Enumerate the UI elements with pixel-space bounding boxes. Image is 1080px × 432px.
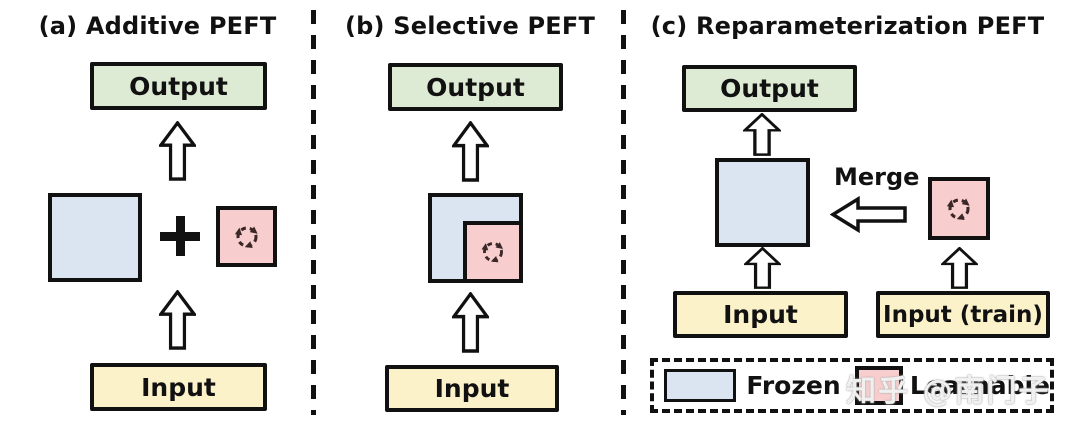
- panel-c-title: (c) Reparameterization PEFT: [650, 12, 1045, 40]
- plus-icon: [160, 216, 200, 256]
- panel-c-output-box: Output: [682, 65, 857, 112]
- panel-c-frozen-module: [715, 158, 810, 247]
- cycle-arrows-icon: [945, 196, 974, 224]
- panel-a-frozen-module: [48, 193, 142, 282]
- panel-b-arrow-mid-to-output: [452, 121, 489, 182]
- panel-b-title: (b) Selective PEFT: [344, 12, 596, 40]
- panel-b-learnable-submodule: [463, 221, 523, 283]
- panel-c-input-train-label: Input (train): [883, 301, 1043, 328]
- legend-frozen-label: Frozen: [746, 371, 841, 400]
- panel-b-frozen-module: [428, 193, 523, 283]
- cycle-arrows-icon: [232, 224, 261, 252]
- legend-learnable-swatch: [854, 366, 903, 405]
- panel-c-input-label: Input: [723, 300, 798, 329]
- panel-a-input-box: Input: [90, 363, 267, 411]
- panel-a-output-box: Output: [90, 62, 267, 110]
- panel-a-input-label: Input: [141, 372, 216, 402]
- panel-b-input-label: Input: [434, 374, 510, 403]
- panel-a-title: (a) Additive PEFT: [38, 12, 277, 40]
- panel-b-output-label: Output: [426, 72, 525, 102]
- cycle-arrows-icon: [480, 240, 507, 267]
- panel-c-learnable-module: [928, 177, 990, 240]
- panel-b-input-box: Input: [385, 365, 559, 412]
- legend-learnable-label: Learnable: [909, 371, 1050, 400]
- panel-divider-2: [621, 10, 626, 415]
- panel-b-arrow-input-to-mid: [452, 292, 489, 353]
- panel-c-arrow-mid-to-output: [743, 113, 781, 156]
- merge-arrow-left: [830, 196, 908, 233]
- panel-c-output-label: Output: [720, 74, 819, 103]
- legend-box: Frozen Learnable: [650, 358, 1054, 413]
- panel-a-arrow-mid-to-output: [159, 121, 196, 181]
- panel-a-arrow-input-to-mid: [159, 290, 196, 350]
- panel-c-input-box: Input: [673, 291, 848, 338]
- panel-a-output-label: Output: [129, 71, 228, 101]
- legend-frozen-swatch: [664, 369, 737, 402]
- merge-label: Merge: [834, 163, 920, 191]
- panel-a-learnable-module: [216, 206, 277, 267]
- panel-c-arrow-input-to-frozen: [744, 247, 781, 289]
- panel-c-arrow-inputtrain-to-learnable: [941, 247, 978, 289]
- panel-divider-1: [311, 10, 316, 415]
- panel-c-input-train-box: Input (train): [876, 291, 1050, 338]
- panel-b-output-box: Output: [388, 63, 563, 111]
